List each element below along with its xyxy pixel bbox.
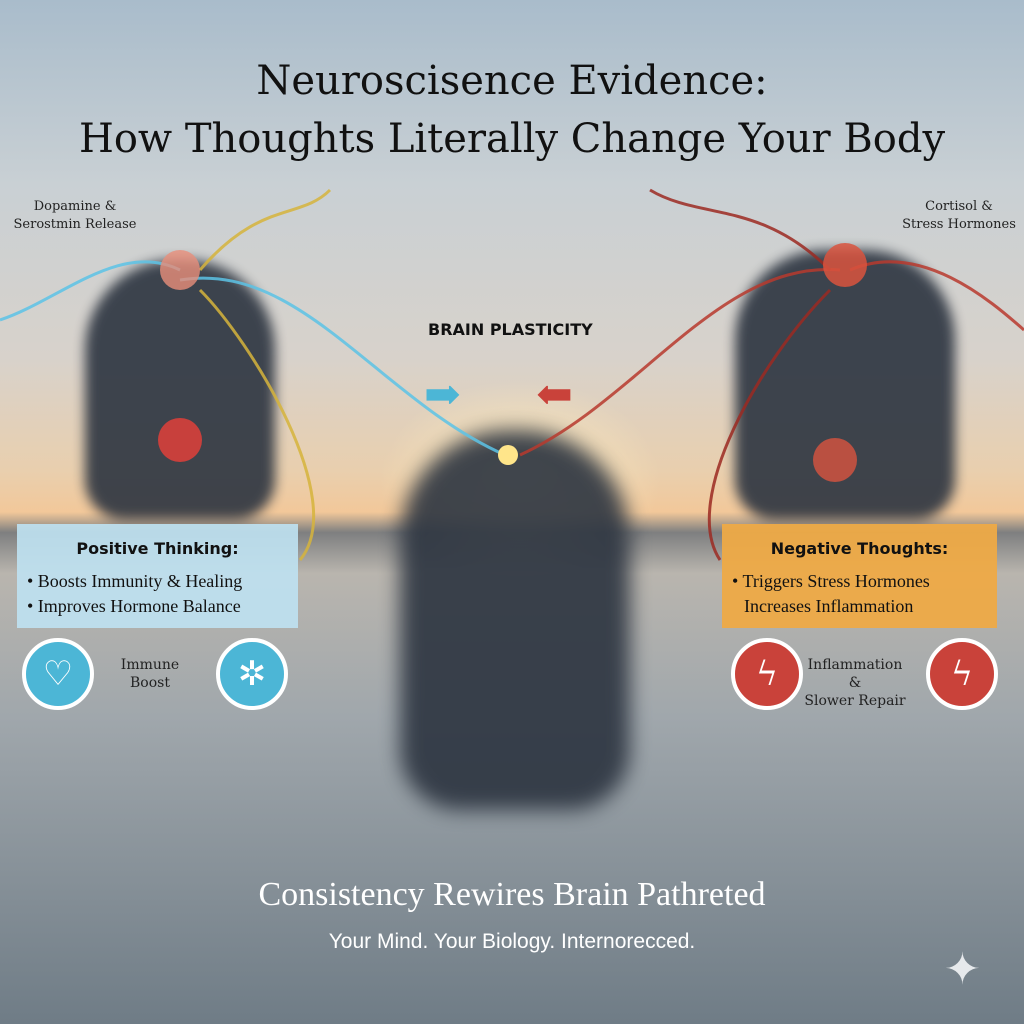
tagline: Your Mind. Your Biology. Internorecced. [328, 930, 696, 953]
left-meditating-figure [85, 260, 275, 520]
title-line-1: Neuroscisence Evidence: [256, 58, 768, 104]
center-brain-glow [498, 445, 518, 465]
positive-bullet: • Boosts Immunity & Healing [27, 571, 243, 591]
left-brain-glow [160, 250, 200, 290]
immune-cell-icon: ✲ [216, 638, 288, 710]
dopamine-label: Dopamine & Serostmin Release [13, 199, 137, 232]
arrow-right-icon: ➡ [424, 369, 461, 420]
inflammation-label: Inflammation & Slower Repair [804, 657, 906, 709]
positive-pathway [0, 260, 181, 322]
negative-pathway [849, 260, 1024, 332]
positive-pathway [198, 288, 316, 561]
headline: Consistency Rewires Brain Pathreted [258, 876, 766, 913]
negative-title: Negative Thoughts: [770, 539, 949, 558]
negative-thoughts-box: Negative Thoughts: • Triggers Stress Hor… [722, 524, 997, 628]
sparkle-icon: ✦ [944, 944, 981, 995]
brain-plasticity-label: BRAIN PLASTICITY [428, 320, 593, 339]
immune-boost-label: Immune Boost [120, 657, 180, 691]
title-line-2: How Thoughts Literally Change Your Body [78, 116, 946, 162]
negative-pathway [707, 288, 832, 561]
heart-plus-icon: ♡ [22, 638, 94, 710]
right-brain-glow [823, 243, 867, 287]
center-meditating-figure [400, 430, 630, 810]
broken-heart-icon: ϟ [926, 638, 998, 710]
negative-bullet: Increases Inflammation [744, 596, 914, 616]
positive-pathway [179, 276, 506, 457]
cortisol-label: Cortisol & Stress Hormones [902, 199, 1016, 232]
positive-pathway [198, 188, 332, 271]
negative-pathway [649, 188, 832, 272]
negative-pathway [519, 268, 841, 457]
positive-thinking-box: Positive Thinking: • Boosts Immunity & H… [17, 524, 298, 628]
heart-glow [158, 418, 202, 462]
arrow-left-icon: ⬅ [536, 369, 573, 420]
stomach-glow [813, 438, 857, 482]
broken-heart-icon: ϟ [731, 638, 803, 710]
positive-title: Positive Thinking: [76, 539, 239, 558]
negative-bullet: • Triggers Stress Hormones [732, 571, 930, 591]
positive-bullet: • Improves Hormone Balance [27, 596, 241, 616]
